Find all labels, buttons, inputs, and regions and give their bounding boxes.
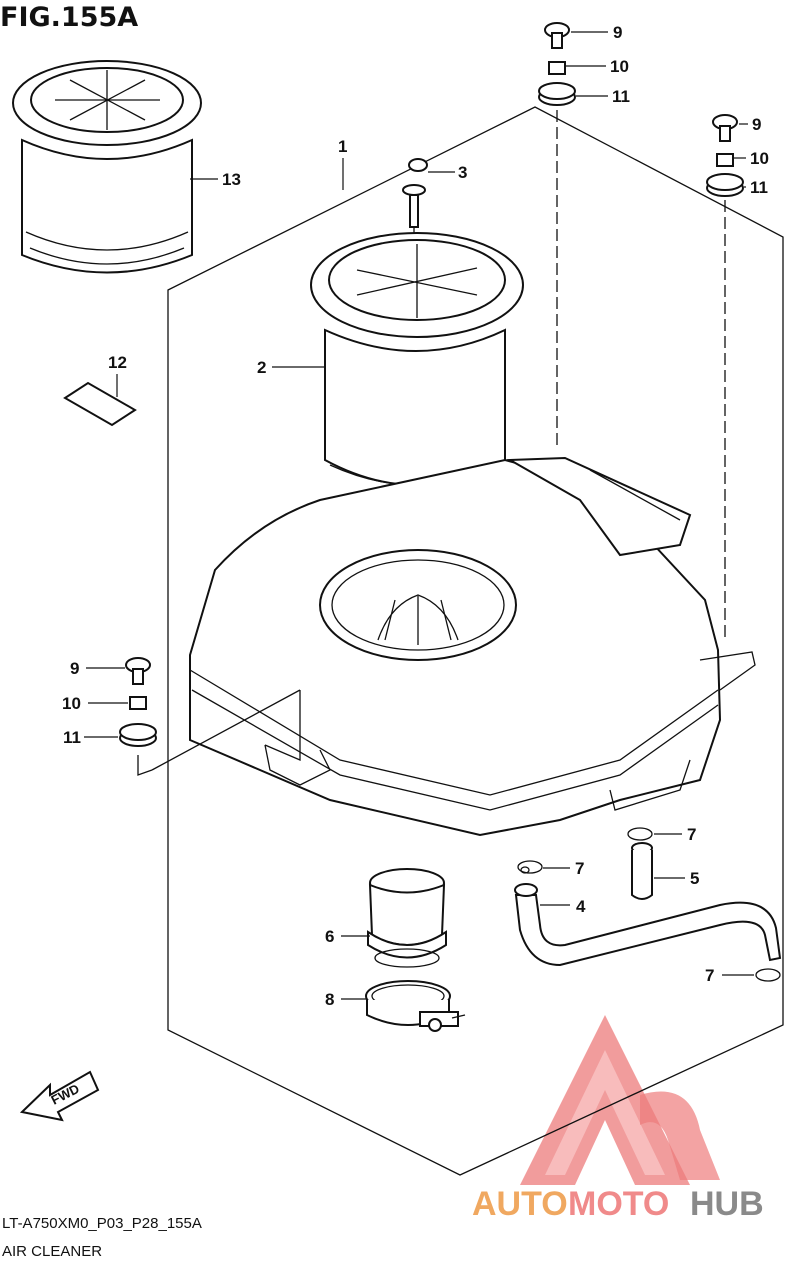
figure-title: FIG.155A [0,2,139,33]
callout-11c: 11 [63,728,81,747]
callout-7a: 7 [687,825,696,844]
callout-12: 12 [108,353,127,372]
callout-10a: 10 [610,57,629,76]
callout-6: 6 [325,927,334,946]
callout-1: 1 [338,137,347,156]
callouts: 1 2 3 4 5 6 7 7 7 8 9 9 9 [62,23,769,1009]
figure-name: AIR CLEANER [2,1243,103,1260]
drain-hose-4 [514,883,782,967]
callout-9c: 9 [70,659,79,678]
clips-7 [517,827,781,982]
watermark-moto: MOTO [568,1185,669,1223]
callout-8: 8 [325,990,334,1009]
figure-code: LT-A750XM0_P03_P28_155A [2,1215,202,1232]
watermark-text: AUTO MOTO HUB [472,1185,764,1223]
assembly-frame [167,106,784,1176]
callout-7c: 7 [705,966,714,985]
callout-7b: 7 [575,859,584,878]
intake-boot-6 [367,868,447,968]
watermark-auto: AUTO [472,1185,568,1223]
callout-11b: 11 [750,178,768,197]
watermark-hub: HUB [690,1185,764,1223]
callout-11a: 11 [612,87,630,106]
mount-set-top-1 [538,22,576,448]
filter-element-2 [310,232,524,486]
mount-set-left [119,657,301,776]
callout-9a: 9 [613,23,622,42]
callout-2: 2 [257,358,266,377]
callout-13: 13 [222,170,241,189]
drain-plug-5 [631,842,653,900]
watermark-logo [520,1015,720,1185]
air-cleaner-case-1 [189,456,756,837]
callout-10c: 10 [62,694,81,713]
label-12 [63,381,137,427]
clamp-8 [365,980,466,1032]
callout-3: 3 [458,163,467,182]
callout-4: 4 [576,897,586,916]
fwd-arrow-icon: FWD [19,1070,100,1122]
element-13 [12,60,202,274]
mount-set-top-2 [706,114,744,640]
callout-9b: 9 [752,115,761,134]
callout-5: 5 [690,869,699,888]
callout-10b: 10 [750,149,769,168]
